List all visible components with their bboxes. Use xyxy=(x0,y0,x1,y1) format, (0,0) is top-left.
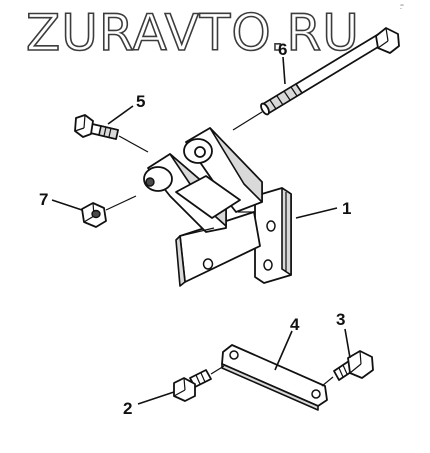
callout-4: 4 xyxy=(290,315,300,334)
leader-1 xyxy=(295,207,338,219)
leader-2 xyxy=(137,391,175,405)
bolt-6-axis-line xyxy=(232,111,263,131)
nut-7 xyxy=(81,202,107,228)
callout-6: 6 xyxy=(278,40,287,59)
watermark-text: ZURAVTO.RU xyxy=(26,4,360,62)
bolt-5-axis-line xyxy=(118,135,149,153)
callout-7: 7 xyxy=(39,190,48,209)
link-plate-4 xyxy=(221,344,328,411)
leader-6 xyxy=(282,56,286,85)
bracket-1 xyxy=(143,127,292,287)
callout-5: 5 xyxy=(136,92,145,111)
short-bolt-5 xyxy=(74,114,119,140)
bolt-3-axis-line xyxy=(321,376,334,387)
long-bolt-6 xyxy=(260,27,400,116)
leader-7 xyxy=(51,199,83,211)
leader-4 xyxy=(274,330,293,371)
callout-2: 2 xyxy=(123,399,132,418)
callout-3: 3 xyxy=(336,310,345,329)
nut-7-axis-line xyxy=(105,195,137,211)
corner-mark: ᵈ̺ᵇ xyxy=(400,4,404,10)
bolt-3 xyxy=(333,350,374,381)
callout-1: 1 xyxy=(342,199,351,218)
bolt-2-axis-line xyxy=(210,365,225,375)
leader-5 xyxy=(107,105,134,125)
bolt-2 xyxy=(173,369,212,402)
leader-3 xyxy=(344,328,351,359)
